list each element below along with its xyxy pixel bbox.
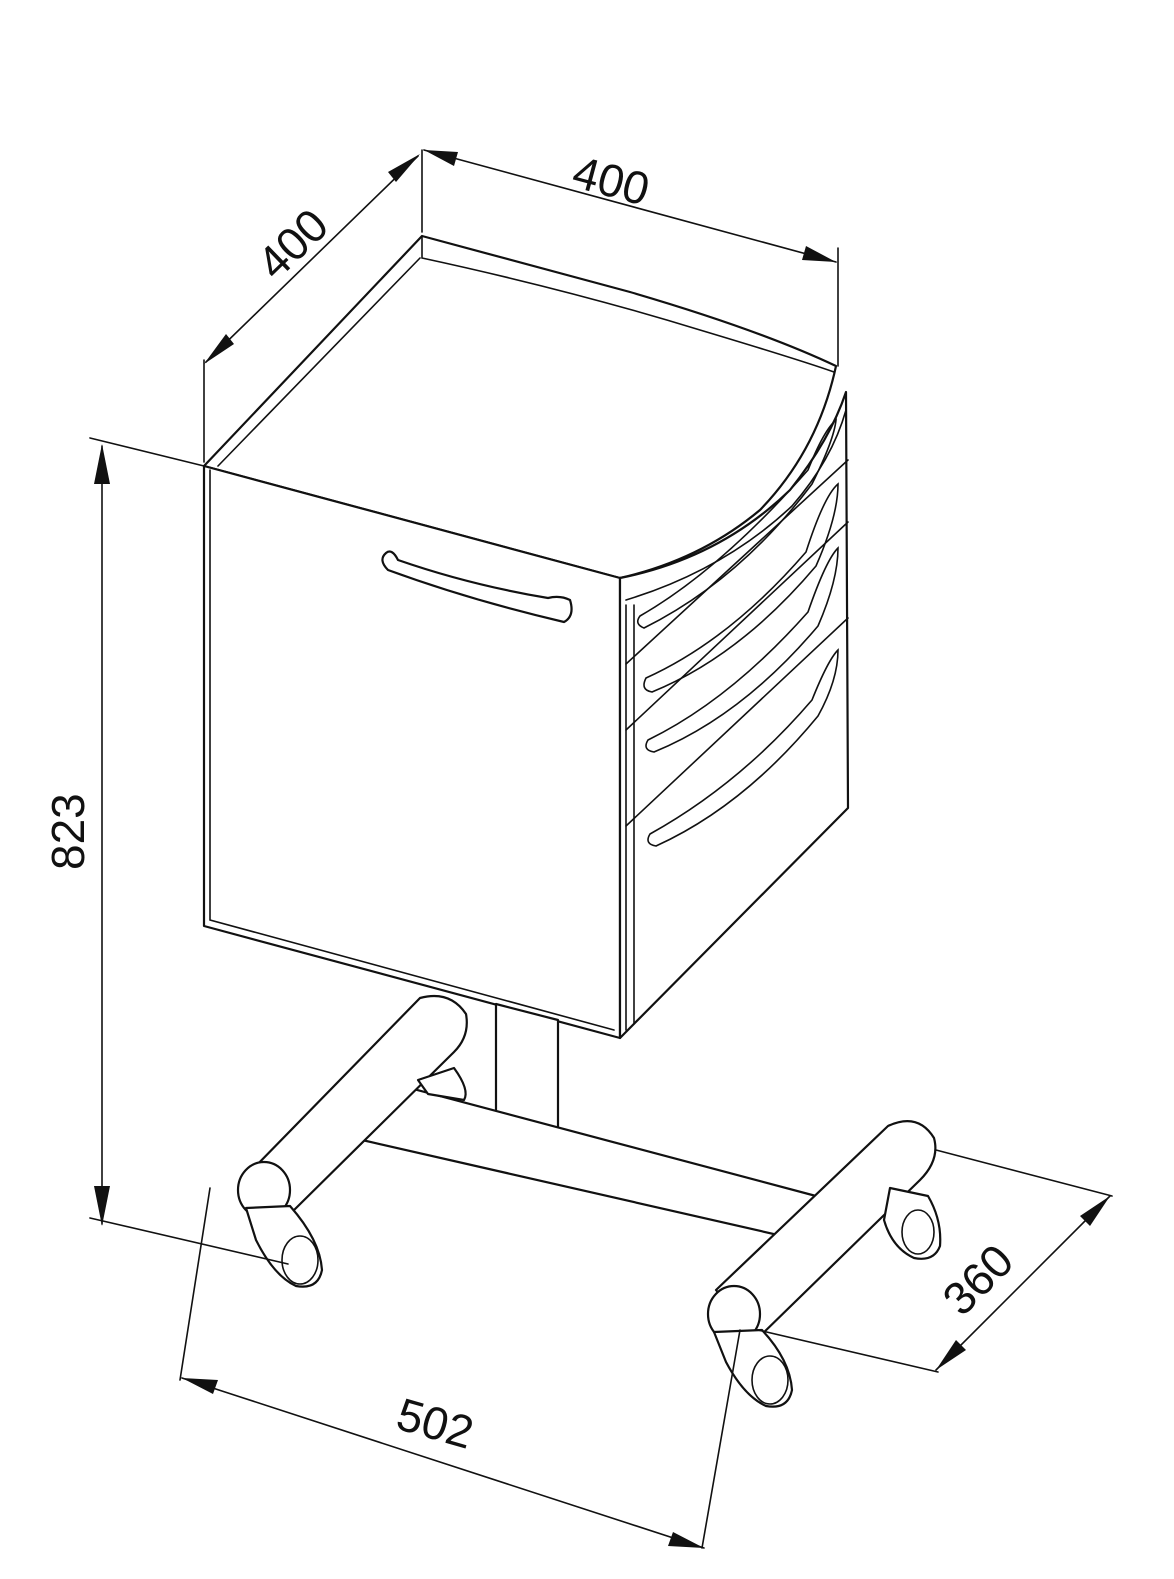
left-caster [244,1204,324,1288]
cabinet-base [236,994,942,1408]
right-back-caster [882,1186,942,1260]
dimension-label-width-top: 400 [567,145,655,215]
left-leg [250,994,468,1216]
cabinet-body [202,234,850,1040]
dimension-label-depth-top: 400 [247,198,338,289]
door-handle [381,550,573,624]
dimension-lines [89,149,1113,1549]
cabinet-top [202,234,838,580]
crossbar [359,1076,818,1242]
back-caster [416,1066,467,1102]
dimension-label-base-width: 502 [391,1388,479,1459]
right-leg [714,1120,937,1342]
right-front-caster [712,1328,794,1408]
dimension-label-base-depth: 360 [932,1234,1023,1325]
dimension-label-height: 823 [42,793,94,870]
